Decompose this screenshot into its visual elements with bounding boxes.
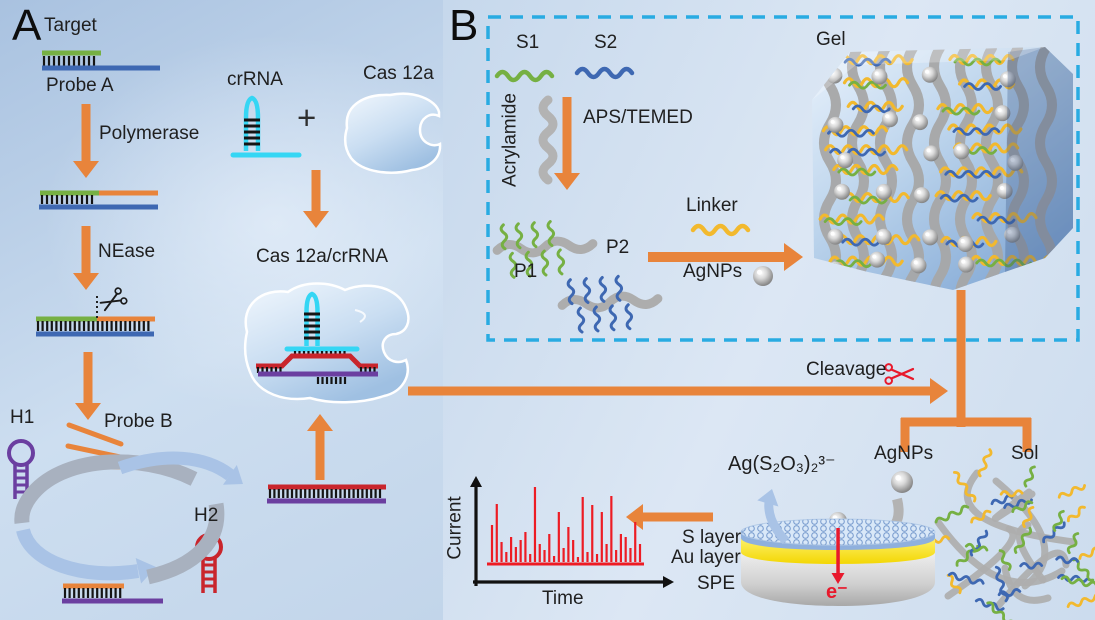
cas12a-label: Cas 12a	[363, 63, 434, 84]
activator-duplex	[267, 484, 386, 504]
output-duplex	[62, 583, 163, 604]
nease-arrow	[73, 226, 99, 290]
gel-to-products-connector	[900, 290, 1032, 452]
probe-b-label: Probe B	[104, 411, 173, 432]
electron-label: e⁻	[826, 581, 848, 603]
chart-x-axis-label: Time	[542, 588, 584, 609]
electron-arrow	[831, 528, 845, 584]
p2-label: P2	[606, 237, 630, 258]
signal-arrow	[626, 504, 713, 530]
cleavage-scissors-icon	[884, 363, 915, 385]
s2-strand	[574, 66, 635, 80]
silver-thiosulfate-label: Ag(S₂O₃)₂³⁻	[728, 453, 836, 475]
nicked-duplex	[36, 296, 155, 337]
cleavage-arrow	[408, 378, 948, 404]
h2-label: H2	[194, 505, 219, 526]
target-probe-duplex	[42, 50, 160, 71]
polymerase-label: Polymerase	[99, 123, 200, 144]
linker-label: Linker	[686, 195, 738, 216]
plus-sign: +	[297, 99, 317, 136]
oxidation-arrow	[757, 489, 790, 545]
released-agnp-icon	[891, 471, 913, 493]
nease-label: NEase	[98, 241, 156, 262]
cycle-arrows	[14, 451, 243, 585]
gel-structure	[812, 47, 1073, 290]
extended-duplex	[39, 190, 158, 210]
target-label: Target	[44, 15, 97, 36]
cas12a-crrna-complex	[243, 282, 410, 404]
h1-label: H1	[10, 407, 35, 428]
crrna-label: crRNA	[227, 69, 283, 90]
sol-label: Sol	[1011, 443, 1039, 464]
au-layer-label: Au layer	[671, 547, 741, 568]
crrna-icon	[230, 95, 302, 158]
panel-a-label: A	[12, 1, 42, 50]
activation-arrow	[307, 414, 333, 480]
complex-arrow	[303, 170, 329, 228]
panel-b-label: B	[449, 1, 479, 50]
linker-arrow	[648, 243, 803, 271]
polymerase-arrow	[73, 104, 99, 178]
aps-temed-arrow	[554, 97, 580, 190]
aps-temed-label: APS/TEMED	[583, 107, 693, 128]
cas12a-protein	[343, 92, 442, 174]
gel-label: Gel	[816, 29, 846, 50]
p1-polymer	[492, 220, 598, 279]
agnps-released-label: AgNPs	[874, 443, 934, 464]
s2-label: S2	[594, 32, 618, 53]
acrylamide-label: Acrylamide	[499, 93, 521, 187]
p2-polymer	[557, 274, 663, 334]
s1-strand	[494, 69, 555, 83]
probe-a-label: Probe A	[46, 75, 114, 96]
scissors-icon	[99, 287, 128, 312]
dashed-box	[486, 15, 1080, 342]
s-layer-label: S layer	[682, 527, 742, 548]
agnp-sphere-icon	[753, 266, 773, 286]
complex-label: Cas 12a/crRNA	[256, 246, 388, 267]
probe-b-arrow	[75, 352, 101, 420]
current-chart	[470, 476, 674, 588]
agnps-label: AgNPs	[683, 261, 743, 282]
linker-strand	[690, 223, 751, 237]
sol-network	[926, 448, 1095, 620]
cleavage-label: Cleavage	[806, 359, 887, 380]
spe-label: SPE	[697, 573, 736, 594]
s1-label: S1	[516, 32, 540, 53]
p1-label: P1	[514, 261, 538, 282]
chart-y-axis-label: Current	[444, 496, 466, 560]
acrylamide-strand	[538, 95, 558, 185]
